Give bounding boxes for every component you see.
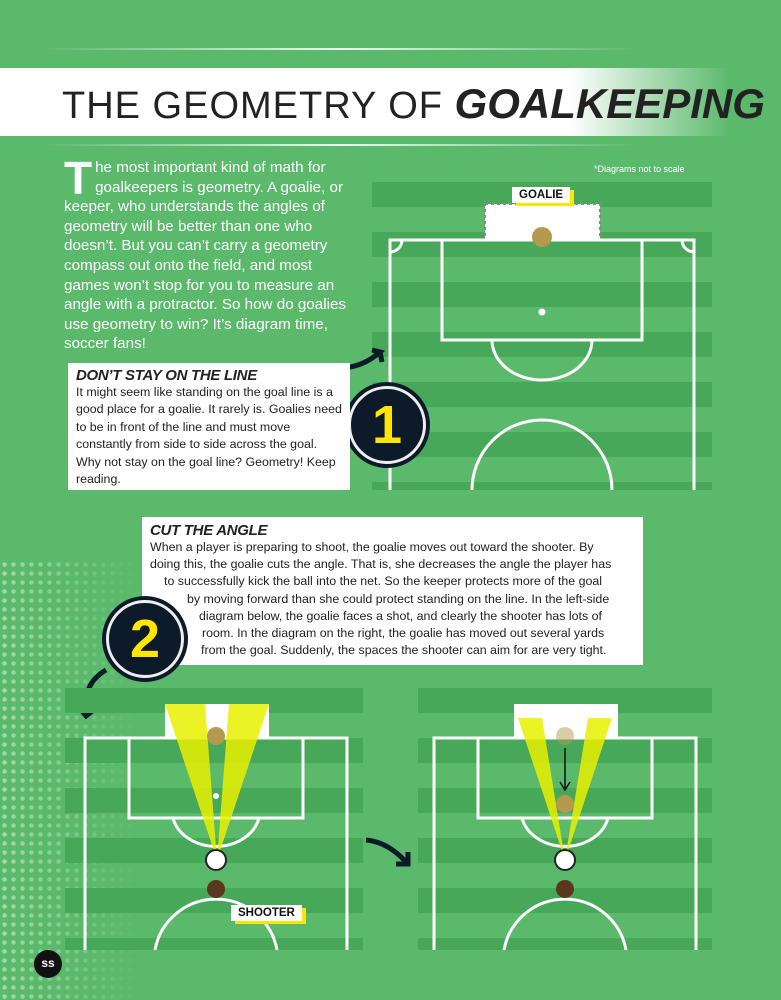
section-2-line: doing this, the goalie cuts the angle. T… <box>150 557 612 572</box>
field-stripe <box>65 938 363 950</box>
step-2-badge: 2 <box>106 600 184 678</box>
intro-text: he most important kind of math for goalk… <box>64 159 346 353</box>
shot-angle <box>518 718 565 860</box>
title-light: THE GEOMETRY OF <box>62 85 443 127</box>
goalie-figure <box>207 727 225 745</box>
goalie-figure <box>556 795 574 813</box>
section-2-line: from the goal. Suddenly, the spaces the … <box>201 643 607 658</box>
title-bold: GOALKEEPING <box>454 80 765 127</box>
section-2-line: by moving forward than she could protect… <box>187 591 610 606</box>
goalie-label: GOALIE <box>512 187 571 203</box>
ball-icon <box>554 849 576 871</box>
movement-arrow <box>559 748 571 792</box>
arrow-icon <box>365 837 411 867</box>
section-2-line: room. In the diagram on the right, the g… <box>202 626 605 641</box>
ball-icon <box>205 849 227 871</box>
section-1-heading: DON’T STAY ON THE LINE <box>76 367 257 384</box>
field-diagram-left <box>65 688 363 950</box>
field-stripe <box>372 282 712 307</box>
section-2-line: When a player is preparing to shoot, the… <box>150 540 594 554</box>
goalie-original-position <box>556 727 574 745</box>
shot-angle <box>165 704 217 860</box>
field-stripe <box>372 482 712 490</box>
shooter-label: SHOOTER <box>231 905 302 921</box>
title-banner <box>0 68 730 136</box>
field-diagram-right <box>418 688 712 950</box>
section-2-line: diagram below, the goalie faces a shot, … <box>199 608 602 623</box>
field-stripe <box>418 938 712 950</box>
page-title: THE GEOMETRY OF GOALKEEPING <box>62 80 765 128</box>
field-diagram-1 <box>372 182 712 490</box>
section-1-text: It might seem like standing on the goal … <box>76 385 342 487</box>
shooter-figure <box>556 880 574 898</box>
divider <box>40 48 640 50</box>
goalie-figure <box>532 227 552 247</box>
divider <box>40 144 640 146</box>
field-stripe <box>65 788 363 813</box>
section-2-line: to successfully kick the ball into the n… <box>164 574 603 589</box>
section-2-box: CUT THE ANGLE When a player is preparing… <box>142 517 643 665</box>
step-1-badge: 1 <box>348 386 426 464</box>
section-1-box: DON’T STAY ON THE LINE It might seem lik… <box>68 363 350 490</box>
field-stripe <box>372 432 712 457</box>
section-2-heading: CUT THE ANGLE <box>150 522 268 539</box>
drop-cap: T <box>64 152 93 204</box>
field-stripe <box>372 332 712 357</box>
field-stripe <box>372 382 712 407</box>
page-number: ss <box>34 950 62 978</box>
shot-angle <box>565 718 612 860</box>
shooter-figure <box>207 880 225 898</box>
scale-note: *Diagrams not to scale <box>594 164 685 174</box>
shot-angle <box>217 704 269 860</box>
